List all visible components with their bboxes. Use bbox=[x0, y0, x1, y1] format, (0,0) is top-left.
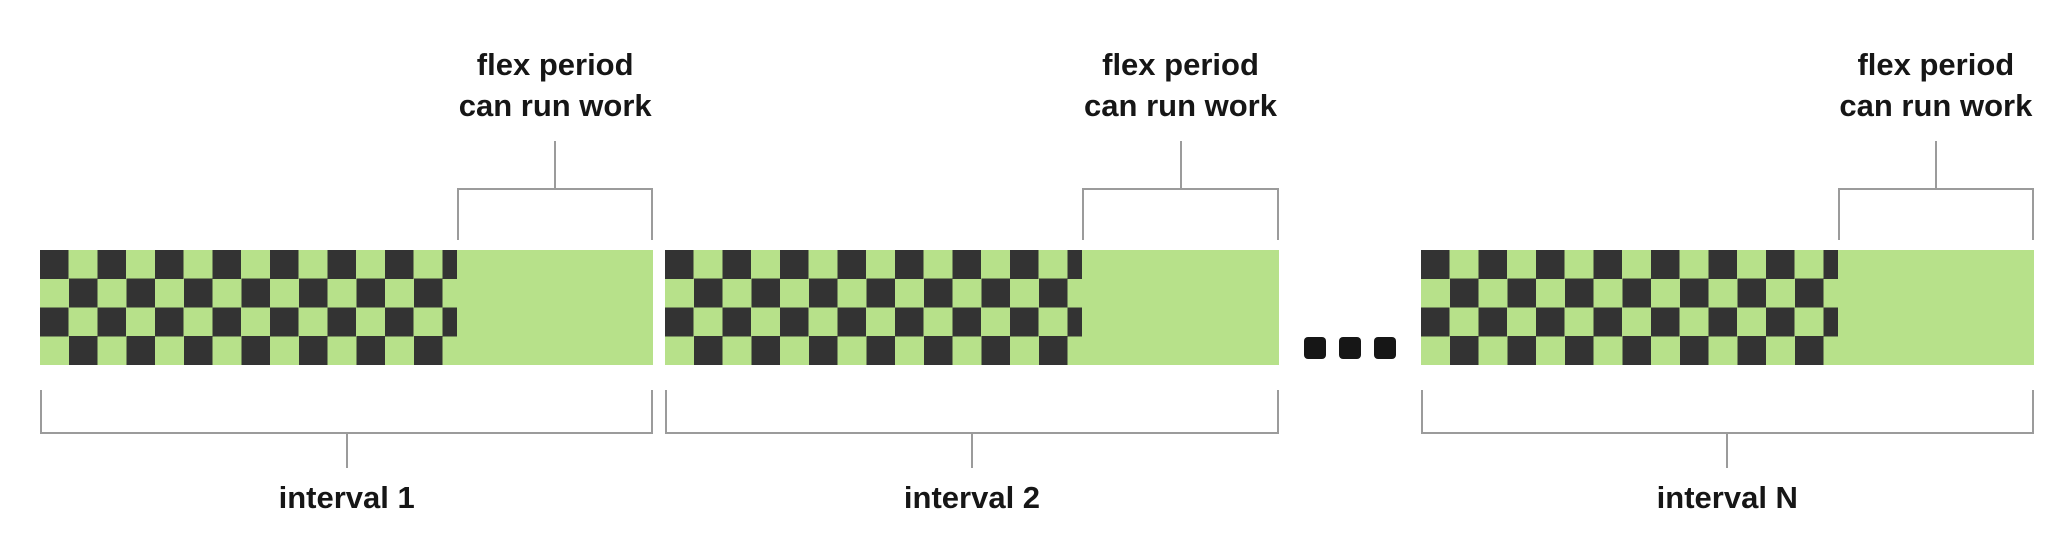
flex-period-region bbox=[457, 250, 654, 365]
ellipsis-dot bbox=[1338, 337, 1361, 359]
interval-group-n: flex period can run work interval N bbox=[1420, 0, 2034, 552]
flex-period-region bbox=[1082, 250, 1279, 365]
interval-group-2: flex period can run work interval 2 bbox=[665, 0, 1279, 552]
interval-label: interval 2 bbox=[903, 480, 1041, 515]
flex-period-label-line2: can run work bbox=[458, 88, 652, 123]
interval-bracket bbox=[1420, 390, 2034, 434]
ellipsis-dot bbox=[1303, 337, 1326, 359]
flex-period-region bbox=[1837, 250, 2034, 365]
flex-period-label: flex period can run work bbox=[1839, 44, 2032, 126]
interval-bar bbox=[1420, 250, 2034, 365]
flex-period-label-line1: flex period bbox=[1102, 47, 1259, 82]
flex-period-label-line1: flex period bbox=[1857, 47, 2015, 82]
interval-label: interval 1 bbox=[278, 480, 415, 515]
interval-label-tick bbox=[345, 434, 348, 468]
interval-bracket bbox=[665, 390, 1279, 434]
flex-period-label-line2: can run work bbox=[1839, 88, 2033, 123]
flex-period-bracket bbox=[1082, 188, 1279, 240]
flex-period-label-line1: flex period bbox=[476, 47, 634, 82]
flex-label-tick bbox=[1934, 141, 1937, 188]
busy-period-checkered-region bbox=[40, 250, 458, 365]
flex-period-label: flex period can run work bbox=[459, 44, 652, 126]
interval-bar bbox=[665, 250, 1279, 365]
interval-label-tick bbox=[1726, 434, 1729, 468]
flex-period-label: flex period can run work bbox=[1084, 44, 1277, 126]
ellipsis-icon bbox=[1291, 250, 1409, 365]
interval-label-tick bbox=[970, 434, 973, 468]
flex-label-tick bbox=[554, 141, 557, 188]
interval-label: interval N bbox=[1656, 480, 1798, 515]
flex-period-bracket bbox=[1837, 188, 2034, 240]
ellipsis-dot bbox=[1373, 337, 1396, 359]
ellipsis-gap bbox=[1291, 0, 1409, 552]
flex-label-tick bbox=[1179, 141, 1182, 188]
busy-period-checkered-region bbox=[665, 250, 1083, 365]
interval-bracket bbox=[40, 390, 654, 434]
interval-bar bbox=[40, 250, 654, 365]
flex-period-label-line2: can run work bbox=[1084, 88, 1277, 123]
busy-period-checkered-region bbox=[1420, 250, 1838, 365]
flex-period-bracket bbox=[457, 188, 654, 240]
interval-group-1: flex period can run work interval 1 bbox=[40, 0, 654, 552]
